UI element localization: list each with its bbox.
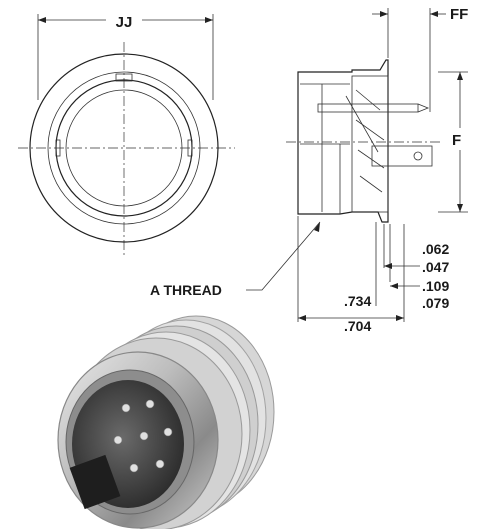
solder-cup (371, 145, 433, 167)
ff-arrow-left (380, 11, 388, 17)
jj-label: JJ (116, 14, 133, 31)
pin-3 (113, 435, 123, 445)
pin-2 (145, 399, 155, 409)
pin-1 (121, 403, 131, 413)
f-arrow-bottom (457, 204, 463, 212)
side-tab-right (187, 139, 193, 157)
dim-062-label: .062 (422, 241, 449, 257)
jj-arrow-right (205, 17, 213, 23)
coupling-ring (47, 71, 201, 225)
arrow-109 (390, 283, 398, 289)
dim-734-label: .734 (344, 293, 371, 309)
dim-047-label: .047 (422, 259, 449, 275)
connector-photo (57, 315, 275, 529)
arrow-734-left (298, 315, 306, 321)
f-arrow-top (457, 72, 463, 80)
front-view: JJ (18, 14, 235, 255)
dim-079-label: .079 (422, 295, 449, 311)
f-label: F (452, 132, 461, 149)
arrow-062 (384, 263, 392, 269)
dim-109-label: .109 (422, 278, 449, 294)
ff-arrow-right (430, 11, 438, 17)
jj-arrow-left (38, 17, 46, 23)
internal-line (345, 95, 379, 153)
outer-flange-ring (29, 53, 219, 243)
side-view: FF F .062 .047 .109 .079 .734 .704 (150, 6, 468, 334)
dim-704-label: .704 (344, 318, 371, 334)
contact-pin-upper (317, 103, 419, 113)
flange-body (351, 75, 389, 213)
a-thread-leader (246, 221, 321, 291)
side-tab-left (55, 139, 61, 157)
a-thread-label: A THREAD (150, 282, 222, 298)
pin-7 (155, 459, 165, 469)
flange-hatch (355, 89, 385, 193)
contact-pins (113, 399, 173, 473)
pin-5 (163, 427, 173, 437)
a-thread-arrow (314, 222, 320, 232)
arrow-734-right (396, 315, 404, 321)
key-notch (115, 73, 133, 82)
pin-4 (139, 431, 149, 441)
polarizing-key (69, 454, 121, 510)
insert-ring (65, 89, 183, 207)
solder-cup-hole (413, 151, 423, 161)
pin-tip-upper (417, 103, 430, 113)
pin-6 (129, 463, 139, 473)
ff-label: FF (450, 6, 468, 23)
